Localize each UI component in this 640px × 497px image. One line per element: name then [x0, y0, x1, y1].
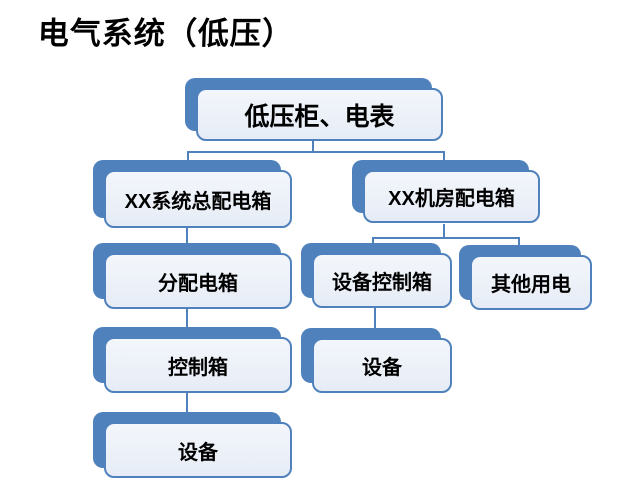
connector-room-horizontal — [372, 237, 520, 239]
page-title: 电气系统（低压） — [37, 16, 295, 52]
node-room-distribution-box: XX机房配电箱 — [352, 160, 540, 223]
node-card: XX机房配电箱 — [363, 170, 540, 223]
connector-control-to-equipment — [186, 393, 188, 423]
node-card: 低压柜、电表 — [196, 88, 443, 141]
connector-distribution-to-control — [186, 309, 188, 338]
connector-room-down — [443, 224, 445, 239]
node-card: 控制箱 — [104, 337, 292, 393]
node-label: 控制箱 — [168, 356, 228, 379]
node-equipment-control-box: 设备控制箱 — [301, 243, 452, 308]
connector-root-down — [312, 140, 314, 153]
node-label: 其他用电 — [491, 274, 571, 296]
connector-sys-to-distribution — [186, 228, 188, 254]
node-label: XX系统总配电箱 — [124, 190, 272, 213]
connector-devctrl-to-equipment — [374, 308, 376, 339]
node-label: 低压柜、电表 — [244, 102, 395, 131]
node-control-box: 控制箱 — [93, 327, 292, 393]
node-label: 设备 — [178, 441, 218, 464]
node-equipment-under-control-box: 设备 — [301, 328, 452, 393]
node-system-main-distribution-box: XX系统总配电箱 — [93, 160, 292, 228]
node-card: XX系统总配电箱 — [104, 170, 292, 228]
node-card: 其他用电 — [470, 255, 592, 310]
node-label: 设备控制箱 — [332, 272, 432, 294]
node-card: 设备控制箱 — [312, 253, 452, 308]
node-label: 分配电箱 — [158, 272, 238, 295]
node-label: 设备 — [362, 357, 402, 379]
node-lv-cabinet-meter: 低压柜、电表 — [185, 78, 443, 141]
node-other-power-use: 其他用电 — [459, 245, 592, 310]
node-label: XX机房配电箱 — [388, 188, 515, 210]
node-card: 设备 — [104, 422, 292, 478]
node-distribution-box: 分配电箱 — [93, 243, 292, 309]
connector-level1-horizontal — [187, 151, 445, 153]
node-card: 设备 — [312, 338, 452, 393]
node-card: 分配电箱 — [104, 253, 292, 309]
node-equipment-left-branch: 设备 — [93, 412, 292, 478]
